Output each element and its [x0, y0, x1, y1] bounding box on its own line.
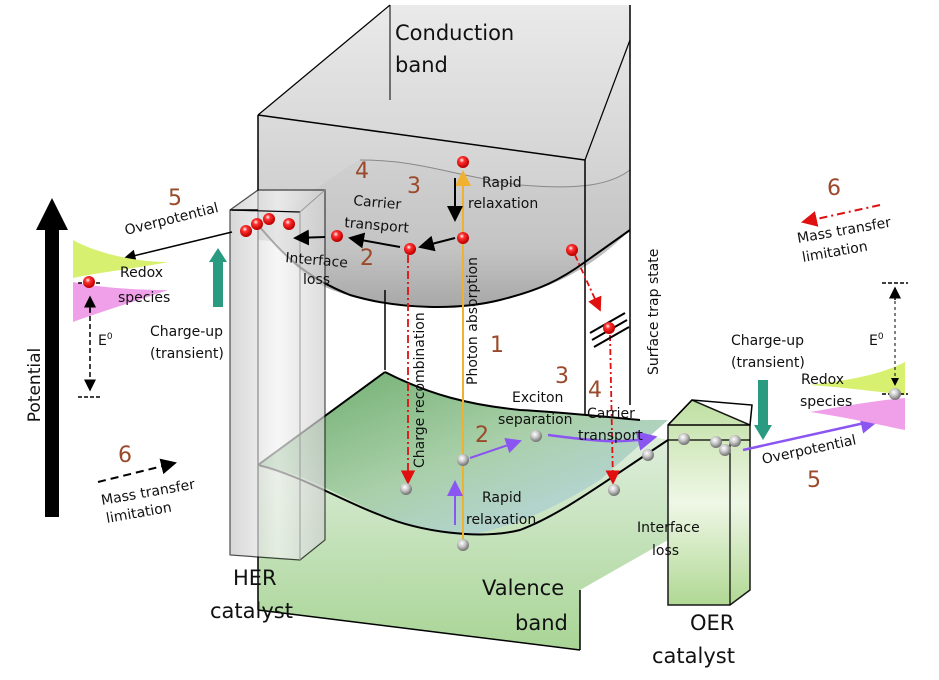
electron	[251, 218, 263, 230]
valence-band-label-line1: Valence	[482, 576, 564, 600]
electrons	[83, 156, 615, 334]
conduction-band-label-line1: Conduction	[395, 21, 514, 45]
step-5-her: 5	[168, 186, 182, 211]
step-6-oer: 6	[827, 176, 841, 201]
exciton-separation-line1: Exciton	[512, 390, 563, 406]
carrier-transport-cb-line2: transport	[344, 215, 410, 237]
rapid-relaxation-vb-line1: Rapid	[482, 490, 522, 506]
step-3-vb: 3	[555, 364, 569, 389]
hole	[678, 433, 690, 445]
rapid-relaxation-cb-line2: relaxation	[468, 196, 538, 212]
potential-axis: Potential	[25, 198, 68, 517]
step-4-cb: 4	[355, 159, 369, 184]
step-1: 1	[490, 333, 504, 358]
charge-up-right-line2: (transient)	[731, 355, 805, 371]
redox-species-right	[810, 282, 908, 430]
overpotential-oer-label: Overpotential	[761, 432, 858, 468]
potential-label: Potential	[25, 348, 45, 422]
redox-species-left-line2: species	[118, 290, 170, 306]
trap-capture-arrow	[574, 254, 602, 312]
carrier-transport-vb-line2: transport	[578, 428, 643, 444]
valence-band-label-line2: band	[515, 611, 568, 635]
hole	[457, 454, 469, 466]
trapped-electron	[603, 322, 615, 334]
surface-trap-state-label: Surface trap state	[646, 249, 662, 375]
step-6-her: 6	[118, 443, 132, 468]
charge-up-right-arrow-icon	[754, 380, 772, 440]
oer-overpotential-arrow	[742, 414, 881, 452]
mass-transfer-left-arrow	[97, 458, 177, 483]
carrier-transport-vb-line1: Carrier	[587, 406, 635, 422]
hole	[719, 444, 731, 456]
oer-catalyst-label-line1: OER	[690, 611, 734, 635]
hole	[457, 539, 469, 551]
interface-loss-her-line1: Interface	[285, 250, 349, 271]
carrier-transport-cb-line1: Carrier	[353, 193, 402, 213]
photon-absorption-label: Photon absorption	[465, 257, 481, 385]
charge-up-left-arrow-icon	[209, 248, 227, 307]
redox-species-right-line2: species	[800, 394, 852, 410]
redox-species-right-line1: Redox	[801, 372, 844, 388]
conduction-band-block: Conduction band	[257, 4, 631, 420]
charge-up-right-line1: Charge-up	[731, 333, 804, 349]
interface-loss-oer-line2: loss	[652, 543, 679, 559]
potential-arrow-shaft	[45, 225, 59, 517]
her-catalyst: HER catalyst	[210, 189, 326, 623]
hole	[710, 436, 722, 448]
hole	[729, 435, 741, 447]
electron	[331, 230, 343, 242]
redox-species-left	[73, 240, 168, 398]
potential-arrow-head-icon	[36, 198, 68, 230]
step-numbers: 1 2 2 3 3 4 4 5 5 6 6	[118, 159, 841, 493]
interface-loss-oer-line1: Interface	[637, 520, 700, 536]
step-2-cb: 2	[360, 246, 374, 271]
e0-left-label: E0	[98, 332, 113, 349]
electron	[263, 213, 275, 225]
charge-up-left-line2: (transient)	[150, 346, 224, 362]
electron	[566, 244, 578, 256]
electron	[240, 225, 252, 237]
e0-right-label: E0	[869, 332, 884, 349]
hole	[530, 430, 542, 442]
charge-up-left-line1: Charge-up	[150, 324, 223, 340]
hole-redox	[889, 388, 901, 400]
redox-species-left-line1: Redox	[120, 265, 163, 281]
her-overpotential-arrow	[123, 231, 233, 262]
electron	[283, 218, 295, 230]
mass-transfer-right-arrow	[801, 204, 881, 227]
interface-loss-her-line2: loss	[303, 272, 330, 288]
hole	[642, 449, 654, 461]
step-3-cb: 3	[407, 174, 421, 199]
electron	[457, 232, 469, 244]
electron-redox	[83, 276, 95, 288]
electron	[404, 243, 416, 255]
hole	[400, 483, 412, 495]
rapid-relaxation-cb-line1: Rapid	[482, 175, 522, 191]
conduction-band-surface	[258, 160, 630, 307]
charge-recombination-label: Charge recombination	[412, 312, 428, 468]
step-5-oer: 5	[807, 468, 821, 493]
hole	[608, 484, 620, 496]
holes	[400, 388, 901, 551]
oer-catalyst-label-line2: catalyst	[652, 644, 735, 668]
electron	[457, 156, 469, 168]
exciton-separation-line2: separation	[498, 412, 573, 428]
her-catalyst-label-line1: HER	[233, 566, 277, 590]
step-4-vb: 4	[588, 378, 602, 403]
rapid-relaxation-vb-line2: relaxation	[466, 512, 536, 528]
her-catalyst-label-line2: catalyst	[210, 599, 293, 623]
step-2-vb: 2	[475, 423, 489, 448]
conduction-band-label-line2: band	[395, 53, 448, 77]
